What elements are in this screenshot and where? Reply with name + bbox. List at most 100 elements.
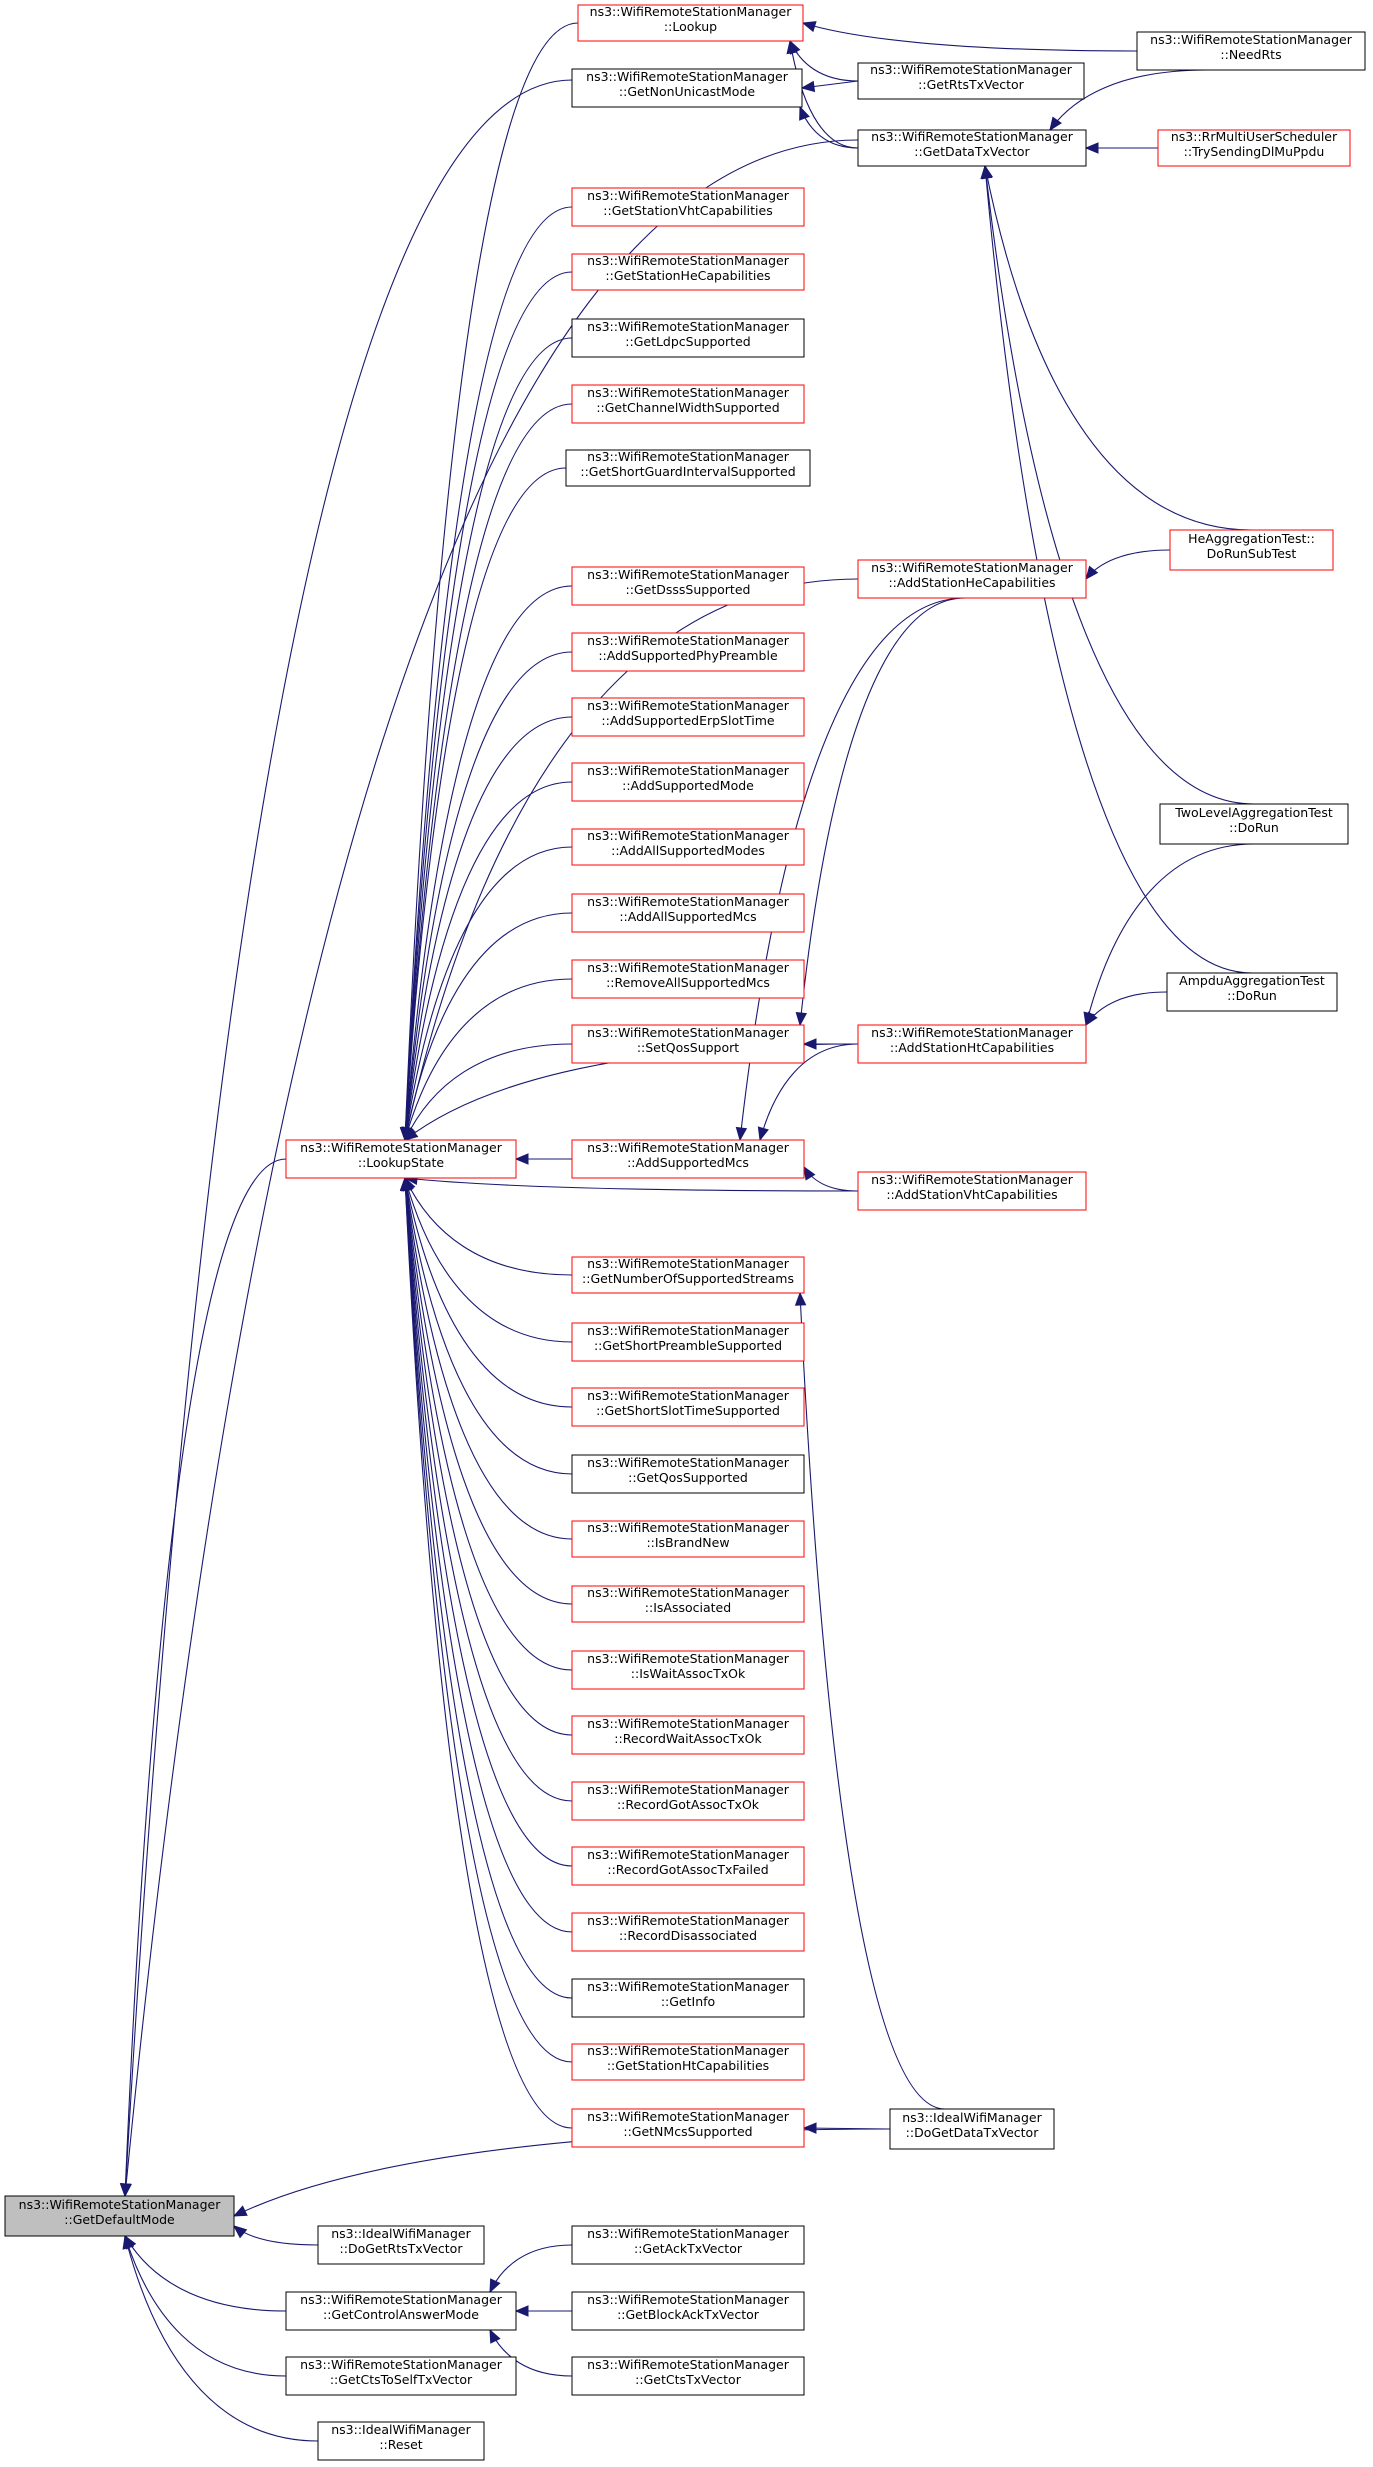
node-idealrtstx-label-0: ns3::IdealWifiManager bbox=[331, 2226, 471, 2241]
node-getshortslot[interactable]: ns3::WifiRemoteStationManager::GetShortS… bbox=[571, 1387, 805, 1427]
node-idealdatatx[interactable]: ns3::IdealWifiManager::DoGetDataTxVector bbox=[889, 2108, 1055, 2150]
node-adderpslot-label-0: ns3::WifiRemoteStationManager bbox=[587, 698, 790, 713]
arrowhead-getnonunicast-from-getrtstx bbox=[800, 80, 816, 93]
node-getdsss[interactable]: ns3::WifiRemoteStationManager::GetDsssSu… bbox=[571, 566, 805, 606]
node-idealrtstx[interactable]: ns3::IdealWifiManager::DoGetRtsTxVector bbox=[317, 2225, 485, 2265]
arrowhead-getdefault-from-idealrtstx bbox=[232, 2225, 248, 2239]
node-getrtstx[interactable]: ns3::WifiRemoteStationManager::GetRtsTxV… bbox=[857, 62, 1085, 100]
node-getblockacktx[interactable]: ns3::WifiRemoteStationManager::GetBlockA… bbox=[571, 2291, 805, 2331]
node-getldpc-box bbox=[571, 318, 805, 358]
node-idealreset[interactable]: ns3::IdealWifiManager::Reset bbox=[317, 2421, 485, 2461]
node-addhecap[interactable]: ns3::WifiRemoteStationManager::AddStatio… bbox=[857, 559, 1087, 599]
node-getshortslot-box bbox=[571, 1387, 805, 1427]
node-ampdutest-label-0: AmpduAggregationTest bbox=[1179, 973, 1325, 988]
node-getsgi-box bbox=[565, 449, 811, 487]
node-addphypre-label-1: ::AddSupportedPhyPreamble bbox=[598, 648, 778, 663]
node-heaggtest[interactable]: HeAggregationTest::DoRunSubTest bbox=[1169, 529, 1334, 571]
node-getnss-label-1: ::GetNumberOfSupportedStreams bbox=[582, 1271, 794, 1286]
arrowhead-getdatatx-from-ampdutest bbox=[980, 164, 992, 179]
edge-lookupstate-to-isbrandnew bbox=[404, 1177, 573, 1540]
edge-getdatatx-to-heaggtest bbox=[984, 165, 1252, 531]
node-getvhtcap[interactable]: ns3::WifiRemoteStationManager::GetStatio… bbox=[571, 187, 805, 227]
node-iswaitassoc[interactable]: ns3::WifiRemoteStationManager::IsWaitAss… bbox=[571, 1650, 805, 1690]
node-getrtstx-label-0: ns3::WifiRemoteStationManager bbox=[870, 62, 1073, 77]
node-adderpslot[interactable]: ns3::WifiRemoteStationManager::AddSuppor… bbox=[571, 697, 805, 737]
node-recwaitassoc[interactable]: ns3::WifiRemoteStationManager::RecordWai… bbox=[571, 1715, 805, 1755]
edge-lookupstate-to-addallmcs bbox=[404, 912, 573, 1141]
node-addallmcs[interactable]: ns3::WifiRemoteStationManager::AddAllSup… bbox=[571, 893, 805, 933]
node-getnonunicast[interactable]: ns3::WifiRemoteStationManager::GetNonUni… bbox=[571, 68, 803, 108]
node-getctstoself-label-1: ::GetCtsToSelfTxVector bbox=[330, 2372, 473, 2387]
node-getqos-label-0: ns3::WifiRemoteStationManager bbox=[587, 1455, 790, 1470]
edge-lookupstate-to-isassoc bbox=[404, 1177, 573, 1605]
node-getchanwidth-box bbox=[571, 384, 805, 424]
edge-lookupstate-to-recgotassocfail bbox=[404, 1177, 573, 1867]
node-getldpc-label-1: ::GetLdpcSupported bbox=[625, 334, 750, 349]
node-recwaitassoc-box bbox=[571, 1715, 805, 1755]
node-addsupmode[interactable]: ns3::WifiRemoteStationManager::AddSuppor… bbox=[571, 762, 805, 802]
edge-lookupstate-to-getnmcs bbox=[404, 1177, 573, 2129]
node-isassoc[interactable]: ns3::WifiRemoteStationManager::IsAssocia… bbox=[571, 1585, 805, 1623]
node-getchanwidth[interactable]: ns3::WifiRemoteStationManager::GetChanne… bbox=[571, 384, 805, 424]
node-rrmulti[interactable]: ns3::RrMultiUserScheduler::TrySendingDlM… bbox=[1157, 129, 1351, 167]
node-recdisassoc[interactable]: ns3::WifiRemoteStationManager::RecordDis… bbox=[571, 1912, 805, 1952]
node-getdatatx[interactable]: ns3::WifiRemoteStationManager::GetDataTx… bbox=[857, 129, 1087, 167]
node-gethtcap[interactable]: ns3::WifiRemoteStationManager::GetStatio… bbox=[571, 2043, 805, 2081]
node-addphypre-box bbox=[571, 632, 805, 672]
node-getacktx-label-1: ::GetAckTxVector bbox=[634, 2241, 743, 2256]
node-getctstoself[interactable]: ns3::WifiRemoteStationManager::GetCtsToS… bbox=[285, 2356, 517, 2396]
node-addhecap-label-0: ns3::WifiRemoteStationManager bbox=[871, 560, 1074, 575]
arrowhead-addhtcap-from-ampdutest bbox=[1085, 1011, 1098, 1027]
node-getacktx[interactable]: ns3::WifiRemoteStationManager::GetAckTxV… bbox=[571, 2225, 805, 2265]
edge-getdefault-to-lookupstate bbox=[124, 1158, 287, 2197]
node-heaggtest-label-1: DoRunSubTest bbox=[1207, 546, 1297, 561]
node-ampdutest[interactable]: AmpduAggregationTest::DoRun bbox=[1166, 972, 1338, 1012]
node-getdefault[interactable]: ns3::WifiRemoteStationManager::GetDefaul… bbox=[4, 2195, 235, 2237]
node-addphypre[interactable]: ns3::WifiRemoteStationManager::AddSuppor… bbox=[571, 632, 805, 672]
edge-lookupstate-to-addphypre bbox=[404, 651, 573, 1141]
node-getctrlanswer[interactable]: ns3::WifiRemoteStationManager::GetContro… bbox=[285, 2291, 517, 2331]
edge-lookupstate-to-getshortpre bbox=[404, 1177, 573, 1343]
node-getqos[interactable]: ns3::WifiRemoteStationManager::GetQosSup… bbox=[571, 1454, 805, 1494]
node-removeallmcs-label-1: ::RemoveAllSupportedMcs bbox=[606, 975, 770, 990]
node-needrts[interactable]: ns3::WifiRemoteStationManager::NeedRts bbox=[1136, 31, 1366, 71]
edge-addhecap-to-heaggtest bbox=[1085, 549, 1171, 580]
node-isassoc-label-0: ns3::WifiRemoteStationManager bbox=[587, 1585, 790, 1600]
node-recgotassoc[interactable]: ns3::WifiRemoteStationManager::RecordGot… bbox=[571, 1781, 805, 1821]
node-lookupstate[interactable]: ns3::WifiRemoteStationManager::LookupSta… bbox=[285, 1139, 517, 1179]
node-isbrandnew[interactable]: ns3::WifiRemoteStationManager::IsBrandNe… bbox=[571, 1520, 805, 1558]
node-heaggtest-label-0: HeAggregationTest:: bbox=[1188, 531, 1315, 546]
node-recgotassocfail[interactable]: ns3::WifiRemoteStationManager::RecordGot… bbox=[571, 1846, 805, 1886]
node-recdisassoc-label-1: ::RecordDisassociated bbox=[619, 1928, 757, 1943]
node-removeallmcs[interactable]: ns3::WifiRemoteStationManager::RemoveAll… bbox=[571, 959, 805, 999]
node-getinfo-box bbox=[571, 1978, 805, 2018]
node-recgotassoc-box bbox=[571, 1781, 805, 1821]
edge-getdefault-to-getctstoself bbox=[124, 2235, 287, 2377]
arrowhead-lookup-from-getdatatx bbox=[786, 39, 798, 55]
edge-lookupstate-to-recgotassoc bbox=[404, 1177, 573, 1802]
node-addsupmcs[interactable]: ns3::WifiRemoteStationManager::AddSuppor… bbox=[571, 1139, 805, 1179]
node-getshortpre[interactable]: ns3::WifiRemoteStationManager::GetShortP… bbox=[571, 1322, 805, 1362]
node-lookup[interactable]: ns3::WifiRemoteStationManager::Lookup bbox=[577, 4, 804, 42]
node-getrtstx-box bbox=[857, 62, 1085, 100]
edge-lookupstate-to-getdsss bbox=[404, 585, 573, 1141]
node-getctstx[interactable]: ns3::WifiRemoteStationManager::GetCtsTxV… bbox=[571, 2356, 805, 2396]
node-iswaitassoc-label-1: ::IsWaitAssocTxOk bbox=[631, 1666, 746, 1681]
node-adderpslot-label-1: ::AddSupportedErpSlotTime bbox=[601, 713, 774, 728]
node-getldpc[interactable]: ns3::WifiRemoteStationManager::GetLdpcSu… bbox=[571, 318, 805, 358]
node-getinfo[interactable]: ns3::WifiRemoteStationManager::GetInfo bbox=[571, 1978, 805, 2018]
node-lookup-label-0: ns3::WifiRemoteStationManager bbox=[590, 4, 793, 19]
edge-addhtcap-to-twolevel bbox=[1085, 843, 1255, 1026]
node-idealrtstx-box bbox=[317, 2225, 485, 2265]
node-gethecap[interactable]: ns3::WifiRemoteStationManager::GetStatio… bbox=[571, 253, 805, 291]
node-addhtcap[interactable]: ns3::WifiRemoteStationManager::AddStatio… bbox=[857, 1024, 1087, 1064]
node-addvhtcap[interactable]: ns3::WifiRemoteStationManager::AddStatio… bbox=[857, 1171, 1087, 1211]
node-getsgi[interactable]: ns3::WifiRemoteStationManager::GetShortG… bbox=[565, 449, 811, 487]
node-idealrtstx-label-1: ::DoGetRtsTxVector bbox=[340, 2241, 464, 2256]
node-addallmodes[interactable]: ns3::WifiRemoteStationManager::AddAllSup… bbox=[571, 828, 805, 866]
node-twolevel[interactable]: TwoLevelAggregationTest::DoRun bbox=[1159, 803, 1349, 845]
node-setqos[interactable]: ns3::WifiRemoteStationManager::SetQosSup… bbox=[571, 1024, 805, 1064]
node-getnmcs[interactable]: ns3::WifiRemoteStationManager::GetNMcsSu… bbox=[571, 2108, 805, 2148]
node-getnss[interactable]: ns3::WifiRemoteStationManager::GetNumber… bbox=[571, 1256, 805, 1294]
